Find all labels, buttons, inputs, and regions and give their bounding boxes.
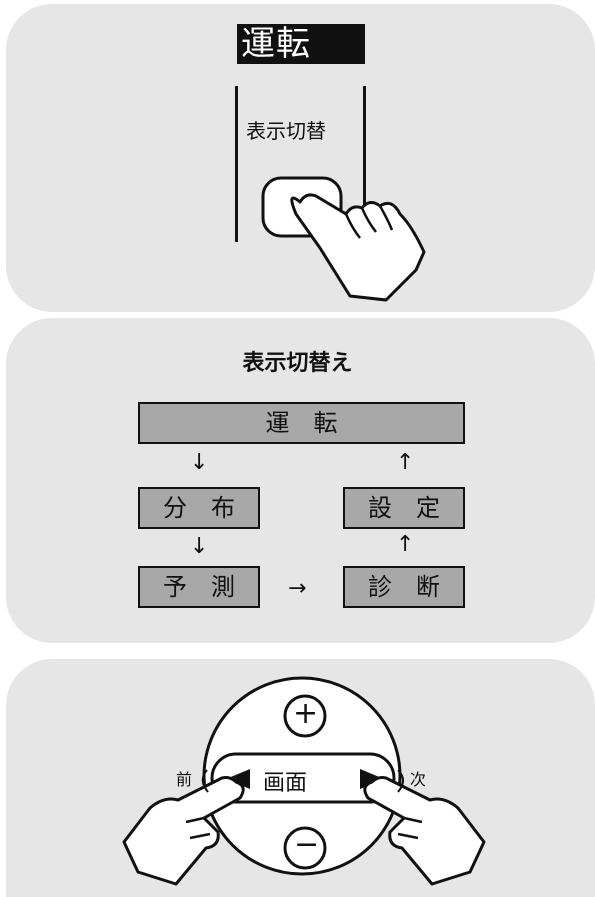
right-bracket-line — [363, 86, 366, 232]
minus-label: − — [294, 827, 320, 862]
arrow-up-icon: ↑ — [396, 450, 415, 475]
screen-label: 画面 — [263, 771, 308, 796]
diagnosis-mode-box: 診 断 — [343, 566, 465, 608]
minus-button[interactable] — [283, 826, 327, 870]
arrow-up-icon: ↑ — [396, 532, 415, 557]
mode-switch-title: 表示切替え — [242, 351, 353, 376]
plus-label: + — [293, 696, 319, 731]
prev-triangle-icon — [226, 769, 250, 789]
distribution-mode-box: 分 布 — [138, 487, 260, 529]
left-bracket-line — [235, 86, 238, 242]
display-switch-label: 表示切替 — [246, 119, 326, 143]
screen-button[interactable] — [210, 752, 396, 804]
prev-label: 前 — [176, 770, 193, 789]
arrow-down-icon: ↓ — [190, 534, 209, 559]
display-switch-illustration — [261, 176, 426, 302]
arrow-right-icon: → — [288, 576, 307, 601]
right-pointing-hand-icon — [363, 776, 486, 886]
run-mode-label: 運転 — [237, 24, 365, 64]
arrow-down-icon: ↓ — [190, 450, 209, 475]
prediction-mode-box: 予 測 — [138, 566, 260, 608]
mode-flow-panel — [6, 318, 595, 643]
left-pointing-hand-icon — [122, 776, 245, 886]
next-label: 次 — [410, 770, 427, 789]
run-mode-box: 運 転 — [138, 402, 465, 444]
setting-mode-box: 設 定 — [343, 487, 465, 529]
plus-button[interactable] — [283, 694, 327, 738]
